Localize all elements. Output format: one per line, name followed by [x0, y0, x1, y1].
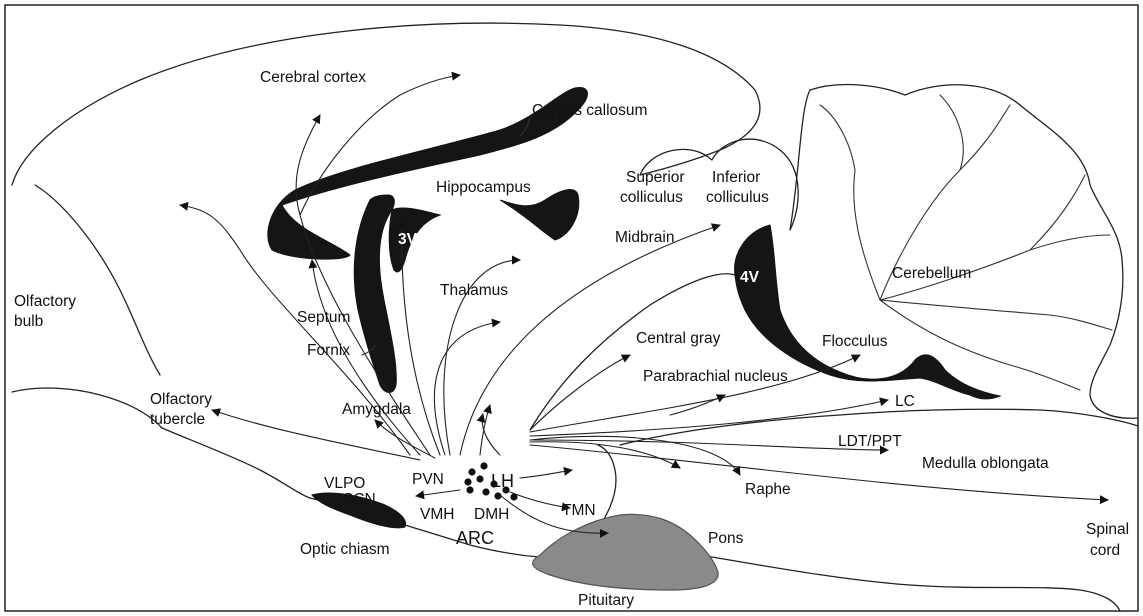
label-fornix: Fornix — [307, 342, 350, 359]
label-inferior-colliculus-1: Inferior — [712, 169, 760, 186]
projection-to-spinal-cord — [530, 445, 1108, 500]
label-flocculus: Flocculus — [822, 333, 888, 350]
projection-to-hippocampus — [402, 220, 440, 455]
label-third-ventricle: 3V — [398, 231, 418, 248]
label-inferior-colliculus-2: colliculus — [706, 189, 769, 206]
label-pons: Pons — [708, 530, 744, 547]
label-superior-colliculus-2: colliculus — [620, 189, 683, 206]
label-lc: LC — [895, 393, 915, 410]
label-olfactory-tubercle-2: tubercle — [150, 411, 205, 428]
label-central-gray: Central gray — [636, 330, 721, 347]
projection-to-ldt-ppt — [530, 440, 888, 450]
label-ldt-ppt: LDT/PPT — [838, 433, 902, 450]
label-fourth-ventricle: 4V — [740, 269, 760, 286]
label-septum: Septum — [297, 309, 350, 326]
projection-to-lc — [530, 400, 888, 436]
label-olfactory-tubercle-1: Olfactory — [150, 391, 212, 408]
cerebellum-outline — [790, 85, 1138, 419]
label-cerebral-cortex: Cerebral cortex — [260, 69, 366, 86]
label-scn: SCN — [343, 491, 376, 508]
label-vmh: VMH — [420, 506, 454, 523]
label-dmh: DMH — [474, 506, 509, 523]
label-superior-colliculus-1: Superior — [626, 169, 685, 186]
pituitary-shape — [533, 514, 719, 590]
label-parabrachial-nucleus: Parabrachial nucleus — [643, 368, 788, 385]
label-vlpo: VLPO — [324, 475, 365, 492]
label-corpus-callosum: Corpus callosum — [532, 102, 647, 119]
label-pituitary: Pituitary — [578, 592, 634, 609]
label-hippocampus: Hippocampus — [436, 179, 531, 196]
labels: Cerebral cortex Corpus callosum Hippocam… — [14, 69, 1129, 609]
label-spinal-cord-1: Spinal — [1086, 521, 1129, 538]
projection-to-tmn — [510, 492, 570, 508]
label-thalamus: Thalamus — [440, 282, 508, 299]
projection-thalamus-up — [482, 414, 500, 455]
label-tmn: TMN — [562, 502, 596, 519]
label-spinal-cord-2: cord — [1090, 542, 1120, 559]
label-optic-chiasm: Optic chiasm — [300, 541, 390, 558]
label-arc: ARC — [456, 528, 494, 548]
label-raphe: Raphe — [745, 481, 791, 498]
pons-outline — [700, 555, 1120, 611]
third-ventricle-upper-shape — [500, 190, 579, 240]
label-pvn: PVN — [412, 471, 444, 488]
label-olfactory-bulb-1: Olfactory — [14, 293, 76, 310]
label-olfactory-bulb-2: bulb — [14, 313, 43, 330]
projection-to-parabrachial — [670, 395, 725, 415]
projection-to-lh-right — [520, 470, 572, 478]
projection-to-raphe-1 — [530, 442, 680, 468]
cerebrum-inner-outline — [35, 185, 160, 375]
brainstem-upper-outline — [530, 274, 735, 430]
tubercle-outline — [162, 428, 310, 498]
label-amygdala: Amygdala — [342, 401, 411, 418]
projection-up-small — [480, 405, 490, 455]
label-medulla-oblongata: Medulla oblongata — [922, 455, 1049, 472]
label-midbrain: Midbrain — [615, 229, 674, 246]
label-lh: LH — [491, 471, 514, 491]
olfactory-bulb-outline — [12, 388, 162, 428]
projection-to-central-gray — [530, 355, 630, 430]
label-cerebellum: Cerebellum — [892, 265, 971, 282]
projection-to-scn — [416, 490, 460, 496]
